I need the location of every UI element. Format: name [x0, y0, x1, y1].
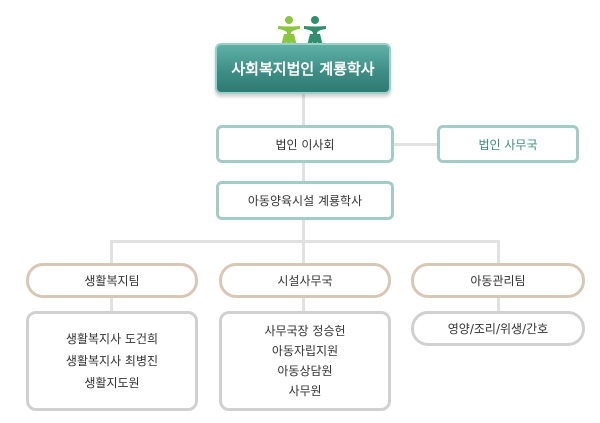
team-node: 시설사무국	[219, 263, 391, 298]
connector-team-1-members	[110, 297, 113, 312]
member-item: 사무원	[288, 384, 322, 398]
team-label: 시설사무국	[277, 274, 333, 288]
member-item: 영양/조리/위생/간호	[447, 321, 549, 336]
facility-node: 아동양육시설 계룡학사	[216, 181, 394, 220]
office-label: 법인 사무국	[478, 137, 538, 152]
team-node: 생활복지팀	[26, 263, 198, 298]
member-item: 아동자립지원	[271, 344, 339, 358]
team-node: 아동관리팀	[411, 263, 585, 298]
connector-bus-team-2	[302, 240, 305, 264]
member-list: 사무국장 정승헌 아동자립지원 아동상담원 사무원	[219, 311, 391, 411]
member-item: 생활복지사 최병진	[65, 354, 159, 368]
member-item: 사무국장 정승헌	[264, 324, 346, 338]
member-item: 아동상담원	[277, 364, 333, 378]
board-node: 법인 이사회	[216, 125, 394, 163]
root-label: 사회복지법인 계룡학사	[231, 60, 375, 78]
connector-board-office	[394, 143, 438, 146]
member-list: 영양/조리/위생/간호	[411, 311, 585, 346]
team-label: 생활복지팀	[84, 274, 140, 288]
member-item: 생활복지사 도건희	[65, 332, 159, 346]
connector-bus	[110, 240, 500, 243]
root-node: 사회복지법인 계룡학사	[215, 43, 391, 94]
team-label: 아동관리팀	[470, 274, 526, 288]
connector-team-3-members	[497, 297, 500, 312]
office-node: 법인 사무국	[437, 125, 579, 163]
board-label: 법인 이사회	[275, 137, 335, 152]
member-item: 생활지도원	[84, 376, 140, 390]
connector-root-board	[302, 94, 305, 125]
connector-bus-team-3	[497, 240, 500, 264]
member-list: 생활복지사 도건희 생활복지사 최병진 생활지도원	[26, 311, 198, 411]
connector-board-facility	[302, 162, 305, 181]
facility-label: 아동양육시설 계룡학사	[247, 194, 363, 208]
connector-team-2-members	[302, 297, 305, 312]
connector-bus-team-1	[110, 240, 113, 264]
connector-facility-bus	[302, 219, 305, 241]
